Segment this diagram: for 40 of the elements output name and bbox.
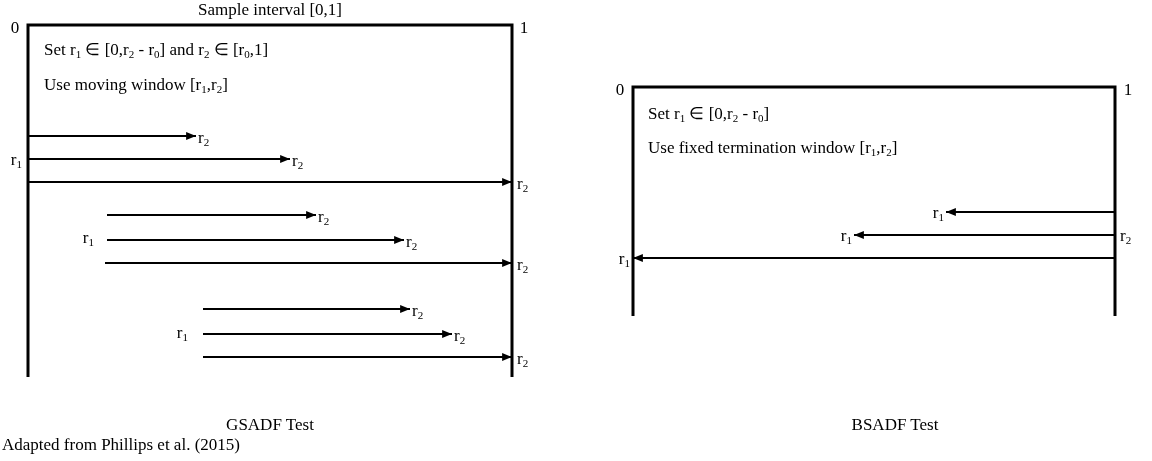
variable-label: r$_{2}$: [517, 174, 529, 194]
variable-label: r$_{2}$: [517, 255, 529, 275]
arrow: [203, 330, 452, 338]
condition-text: Set r$_{1}$ ∈ [0,r$_{2}$ - r$_{0}$]: [648, 104, 770, 124]
condition-text: Use fixed termination window [r$_{1}$,r$_{2}$]: [648, 138, 898, 158]
source-note: Adapted from Phillips et al. (2015): [2, 435, 240, 455]
variable-label: r$_{2}$: [412, 301, 424, 321]
arrow: [105, 259, 512, 267]
arrow: [107, 211, 316, 219]
axis-tick-label: 0: [10, 18, 20, 38]
arrow: [203, 305, 410, 313]
variable-label: r$_{2}$: [198, 128, 210, 148]
arrow: [28, 132, 196, 140]
panel-caption: BSADF Test: [851, 415, 939, 435]
arrow: [633, 254, 1115, 262]
variable-label: r$_{2}$: [406, 232, 418, 252]
axis-tick-label: 1: [519, 18, 529, 38]
variable-label: r$_{2}$: [318, 207, 330, 227]
arrow: [203, 353, 512, 361]
axis-tick-label: 0: [615, 80, 625, 100]
variable-label: r$_{2}$: [454, 326, 466, 346]
variable-label: r$_{2}$: [517, 349, 529, 369]
arrow: [28, 178, 512, 186]
variable-label: r$_{2}$: [1120, 226, 1132, 246]
variable-label: r$_{1}$: [10, 150, 22, 170]
variable-label: r$_{1}$: [840, 226, 852, 246]
variable-label: r$_{2}$: [292, 151, 304, 171]
condition-text: Set r$_{1}$ ∈ [0,r$_{2}$ - r$_{0}$] and r$_{2}$ ∈ [r$_{0}$,1]: [44, 40, 269, 60]
variable-label: r$_{1}$: [618, 249, 630, 269]
condition-text: Use moving window [r$_{1}$,r$_{2}$]: [44, 75, 228, 95]
axis-tick-label: 1: [1123, 80, 1133, 100]
arrow: [28, 155, 290, 163]
variable-label: r$_{1}$: [932, 203, 944, 223]
variable-label: r$_{1}$: [82, 228, 94, 248]
arrow: [946, 208, 1115, 216]
panel-caption: GSADF Test: [226, 415, 314, 435]
panel-title: Sample interval [0,1]: [198, 0, 342, 20]
variable-label: r$_{1}$: [176, 323, 188, 343]
arrow: [854, 231, 1115, 239]
arrow: [107, 236, 404, 244]
